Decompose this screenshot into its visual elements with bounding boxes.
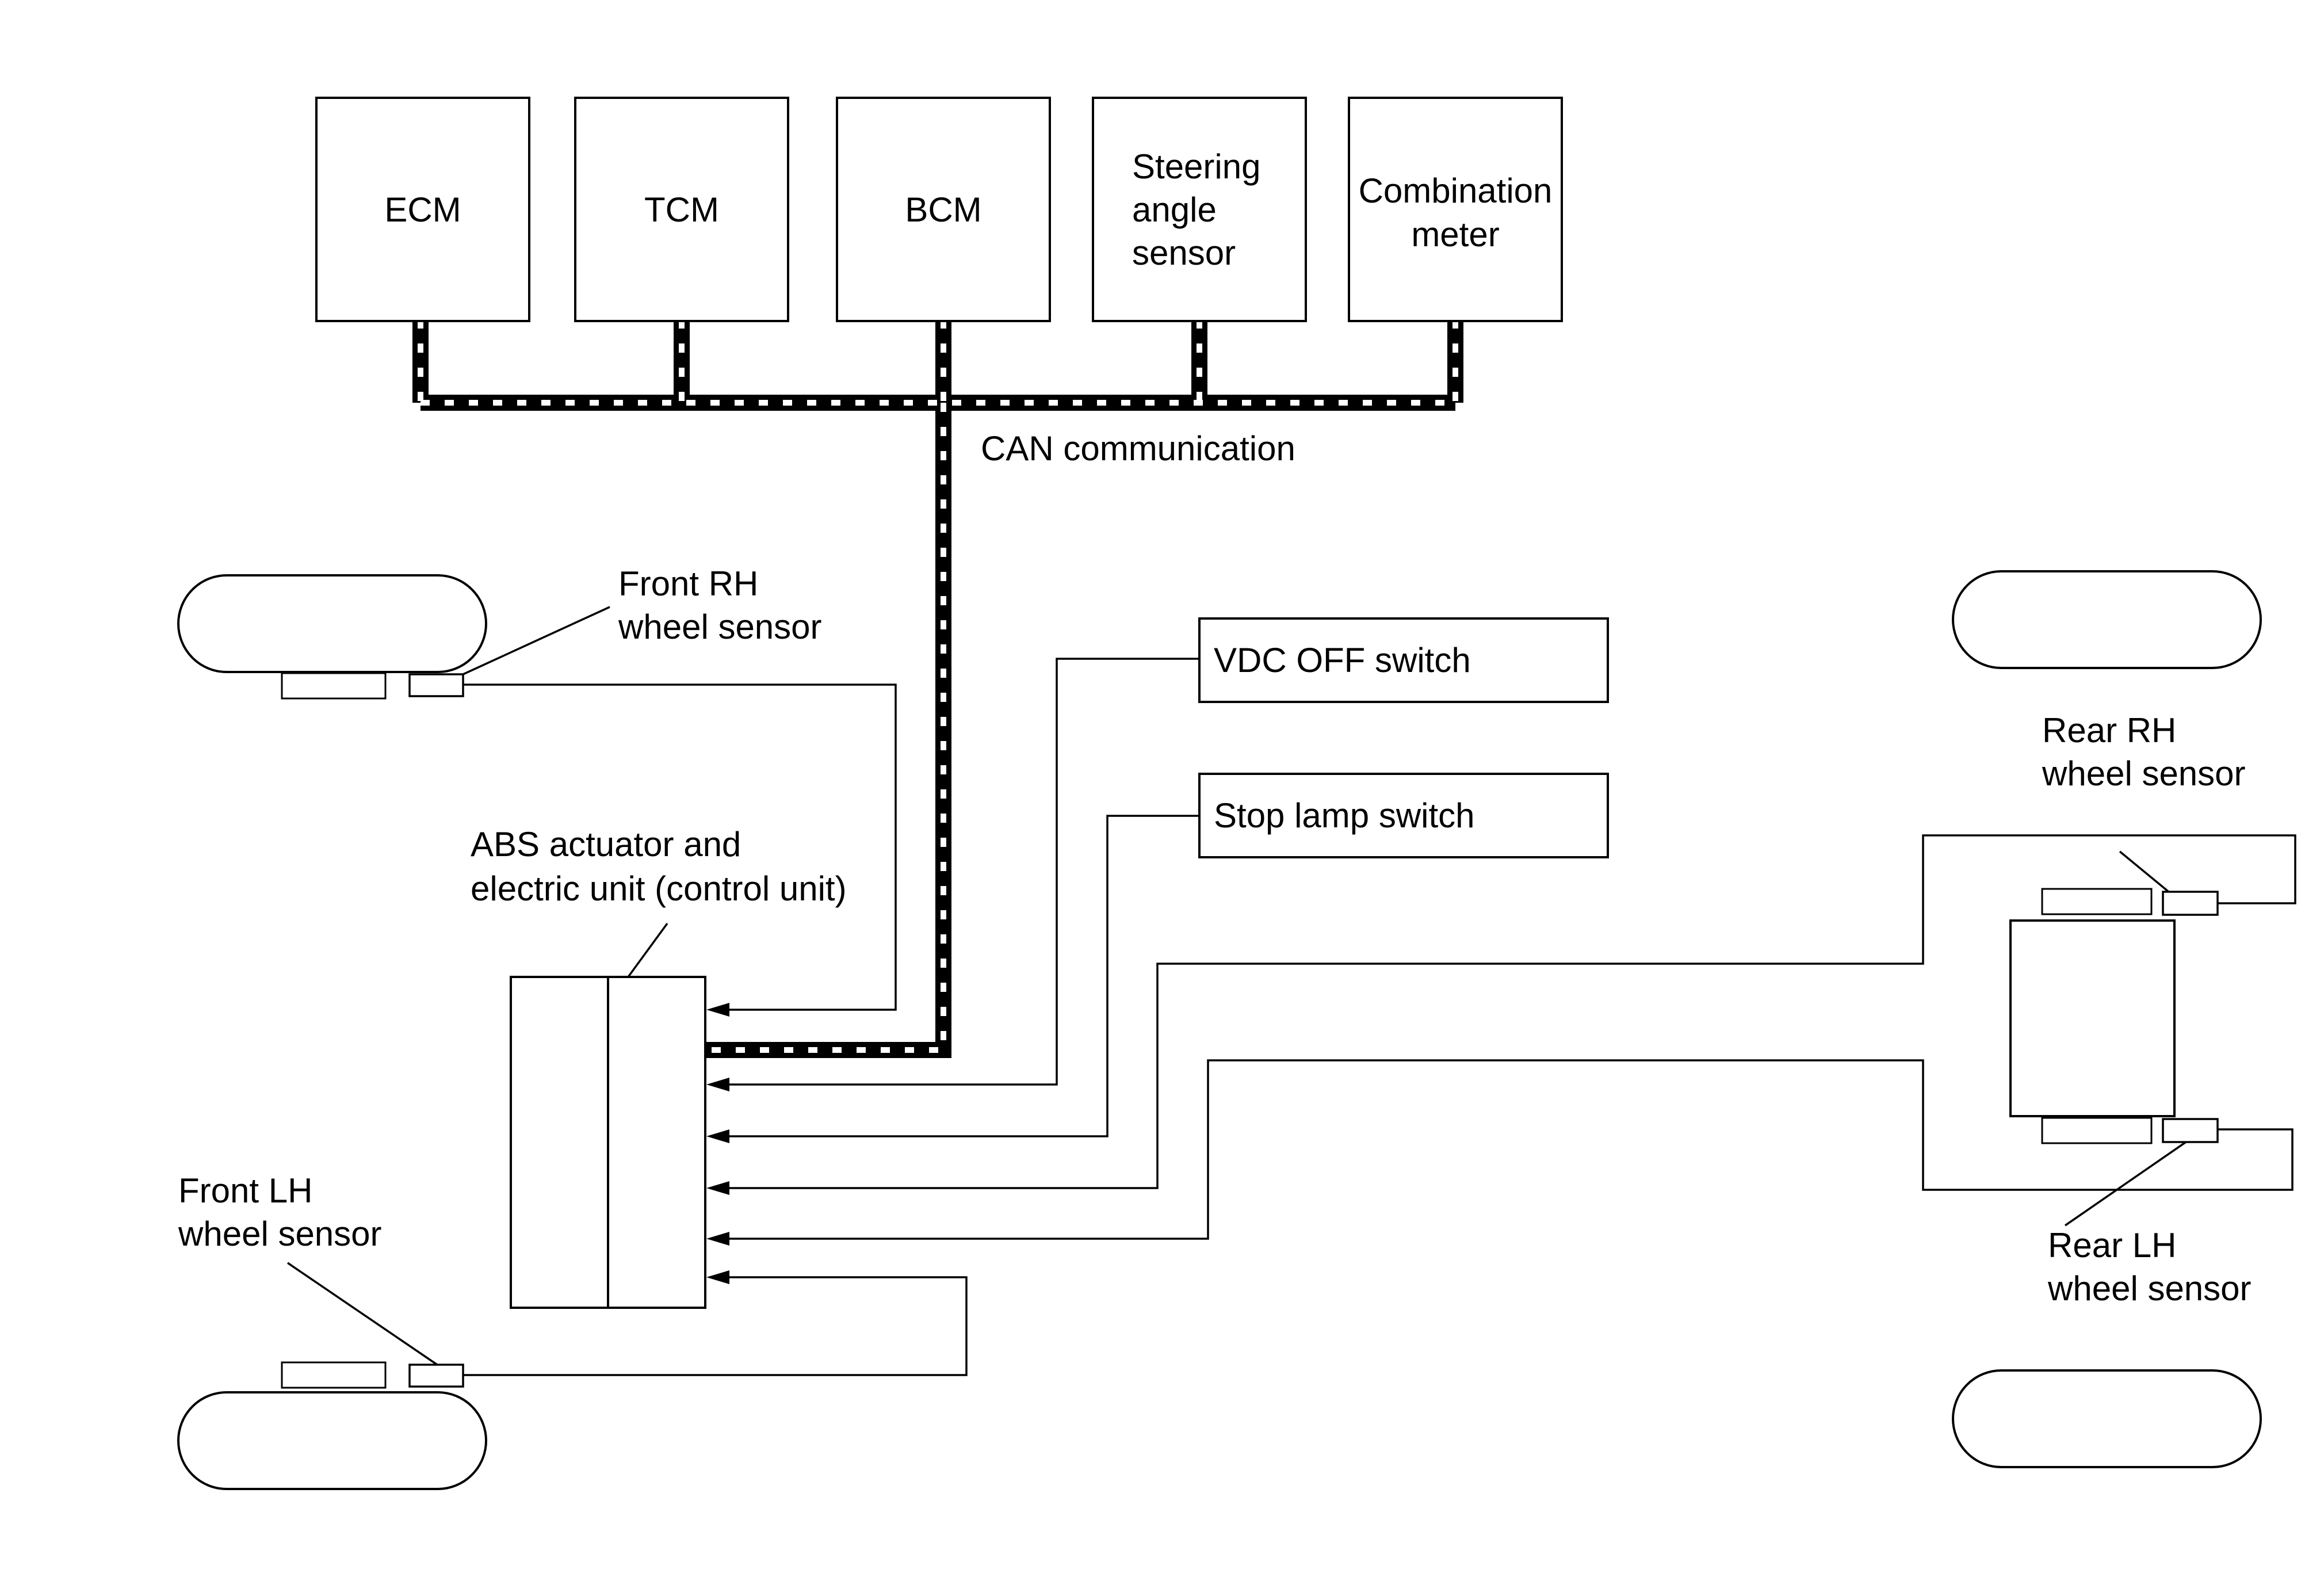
stop-lamp-switch: Stop lamp switch bbox=[1198, 773, 1609, 858]
can-bus bbox=[412, 319, 1463, 1058]
rear-rh-sensor-label-line1: Rear RH bbox=[2042, 711, 2176, 750]
module-ecm: ECM bbox=[315, 97, 530, 322]
rear-lh-sensor-label-line1: Rear LH bbox=[2048, 1226, 2176, 1265]
svg-text:Steering: Steering bbox=[1132, 147, 1260, 186]
module-steering-angle-sensor: Steering angle sensor bbox=[1092, 97, 1307, 322]
svg-text:Combination: Combination bbox=[1359, 171, 1553, 210]
rear-lh-sensor-label-line2: wheel sensor bbox=[2047, 1269, 2252, 1308]
module-tcm: TCM bbox=[574, 97, 789, 322]
rear-rh-sensor-label-line2: wheel sensor bbox=[2042, 754, 2246, 793]
svg-text:BCM: BCM bbox=[905, 190, 981, 229]
svg-text:sensor: sensor bbox=[1132, 234, 1236, 272]
svg-text:angle: angle bbox=[1132, 190, 1217, 229]
module-combination-meter: Combination meter bbox=[1348, 97, 1563, 322]
front-rh-wheel bbox=[177, 574, 487, 700]
front-lh-sensor-label-line1: Front LH bbox=[178, 1171, 312, 1210]
rear-axle bbox=[1952, 570, 2262, 1468]
front-rh-sensor-label-line1: Front RH bbox=[618, 564, 758, 603]
signal-wires bbox=[463, 658, 2296, 1376]
front-rh-sensor-label-line2: wheel sensor bbox=[618, 608, 822, 646]
svg-text:ECM: ECM bbox=[384, 190, 461, 229]
svg-text:Stop lamp switch: Stop lamp switch bbox=[1214, 796, 1475, 835]
signal-arrows bbox=[706, 1003, 729, 1284]
abs-unit-label-line1: ABS actuator and bbox=[471, 825, 741, 864]
vdc-off-switch: VDC OFF switch bbox=[1198, 617, 1609, 703]
can-communication-label: CAN communication bbox=[981, 429, 1295, 468]
svg-text:VDC OFF switch: VDC OFF switch bbox=[1214, 641, 1471, 679]
front-lh-wheel bbox=[177, 1361, 487, 1490]
svg-text:meter: meter bbox=[1411, 215, 1499, 254]
svg-text:TCM: TCM bbox=[644, 190, 719, 229]
front-lh-sensor-label-line2: wheel sensor bbox=[178, 1215, 382, 1253]
module-bcm: BCM bbox=[836, 97, 1051, 322]
abs-actuator-unit bbox=[510, 976, 706, 1309]
abs-unit-label-line2: electric unit (control unit) bbox=[471, 869, 847, 908]
